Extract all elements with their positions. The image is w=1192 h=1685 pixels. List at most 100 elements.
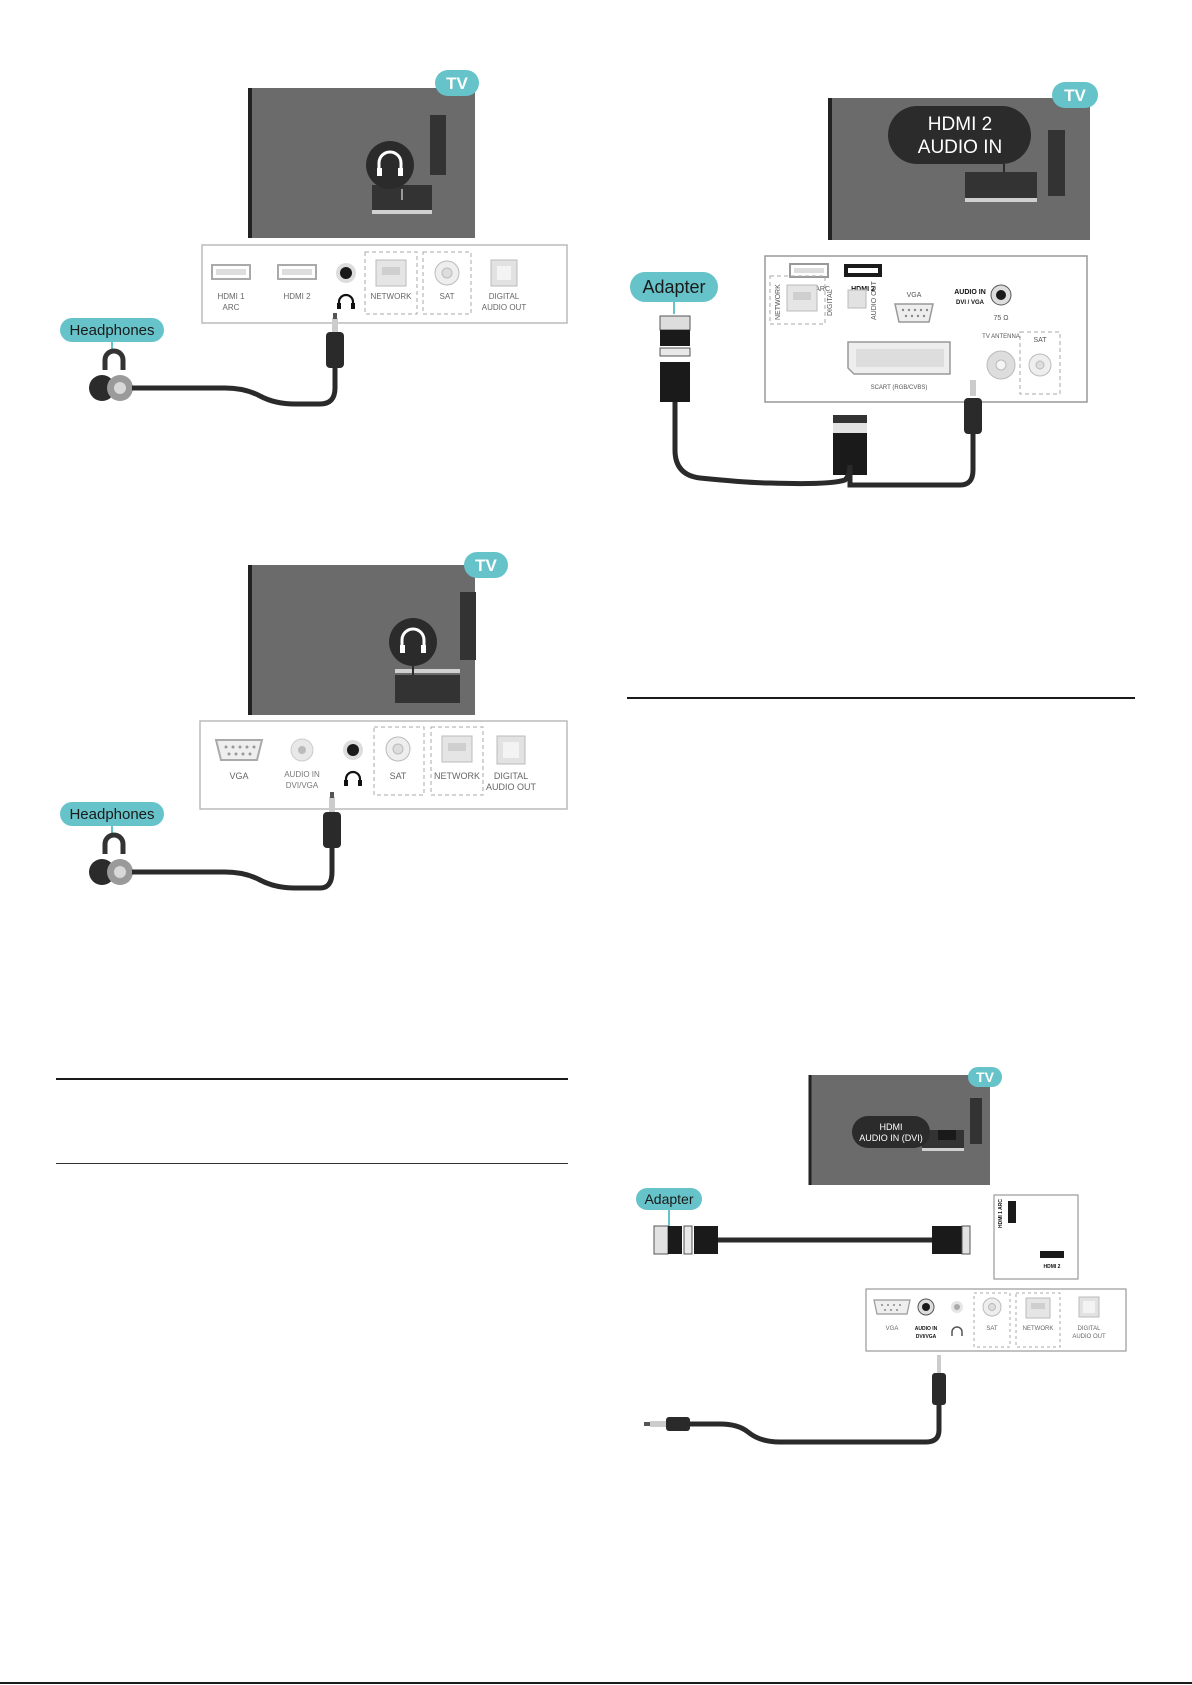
section-divider — [56, 1078, 568, 1080]
headphones-illustration — [89, 832, 133, 885]
figure-hdmi2-audio-in: HDMI 2 AUDIO IN TV HDMI 1 ARC HDMI 2 VGA… — [630, 82, 1098, 488]
dvi-adapter — [653, 1225, 718, 1255]
audio-cable — [847, 434, 976, 488]
headphone-port-icon — [337, 293, 355, 308]
port-label-dvi-vga: DVI/VGA — [286, 781, 319, 790]
port-label-network: NETWORK — [371, 292, 413, 301]
headphone-port-icon — [951, 1326, 963, 1336]
digital-audio-port — [496, 735, 526, 765]
headphone-port-icon — [344, 770, 362, 785]
tv-badge — [435, 70, 479, 96]
network-port — [375, 259, 407, 287]
port-label-audio-in: AUDIO IN — [284, 770, 320, 779]
hdmi-audio-in-dvi-callout — [852, 1116, 930, 1148]
connector-panel — [764, 255, 1088, 403]
port-label-network: NETWORK — [434, 771, 480, 781]
hdmi-1-arc-port — [789, 263, 829, 278]
figure-headphones-hdmi-panel: TV HDMI 1 ARC HDMI 2 NETWORK SAT DIGITAL… — [60, 70, 568, 407]
port-label-digital: DIGITAL — [827, 289, 834, 316]
audio-jack-plug-end — [644, 1417, 690, 1431]
headphones-illustration — [89, 348, 133, 401]
dvi-adapter — [659, 315, 691, 402]
port-label-hdmi2: HDMI 2 — [283, 292, 311, 301]
hdmi-2-port — [277, 264, 317, 280]
port-label-sat: SAT — [1033, 337, 1047, 344]
port-label-audio-out: AUDIO OUT — [871, 280, 878, 320]
audio-jack-plug — [964, 380, 982, 434]
network-port — [786, 284, 818, 312]
port-label-digital: DIGITAL — [1078, 1326, 1102, 1332]
tv-badge-label: TV — [976, 1069, 995, 1085]
side-port-label-hdmi1-arc: HDMI 1 ARC — [998, 1199, 1004, 1228]
audio-jack-plug — [932, 1355, 946, 1405]
connector-panel — [199, 720, 568, 810]
port-label-digital: DIGITAL — [489, 292, 520, 301]
port-label-tv-antenna: TV ANTENNA — [982, 334, 1020, 340]
side-hdmi-panel — [993, 1194, 1079, 1280]
callout-line2: AUDIO IN — [918, 137, 1002, 158]
callout-line2: AUDIO IN (DVI) — [859, 1133, 923, 1143]
port-label-dvi-vga: DVI/VGA — [916, 1334, 937, 1340]
callout-line1: HDMI — [880, 1122, 903, 1132]
adapter-badge-label: Adapter — [644, 1191, 693, 1207]
tv-badge — [464, 552, 508, 578]
headphones-badge-label: Headphones — [69, 806, 154, 823]
audio-cable — [132, 847, 335, 891]
port-label-audio-in: AUDIO IN — [954, 289, 986, 296]
port-label-network: NETWORK — [775, 284, 782, 320]
adapter-badge-label: Adapter — [642, 277, 705, 297]
port-label-sat: SAT — [440, 292, 455, 301]
audio-cable — [688, 1405, 942, 1445]
hdmi-1-port — [211, 264, 251, 280]
headphones-icon — [389, 618, 437, 666]
hdmi-2-port — [844, 264, 882, 277]
vga-port — [214, 739, 264, 761]
port-label-network: NETWORK — [1023, 1326, 1054, 1332]
hdmi-1-arc-port — [1008, 1201, 1016, 1223]
page-footer-rule — [0, 1682, 1192, 1684]
tv-badge-label: TV — [1064, 86, 1086, 105]
port-label-dvi-vga: DVI / VGA — [956, 300, 985, 306]
callout-line1: HDMI 2 — [928, 114, 992, 135]
tv-badge-label: TV — [446, 74, 468, 93]
port-label-scart: SCART (RGB/CVBS) — [871, 385, 928, 391]
hdmi-cable — [672, 402, 853, 487]
tv-badge — [968, 1067, 1002, 1087]
adapter-badge — [630, 272, 718, 302]
port-label-vga: VGA — [907, 292, 922, 299]
port-label-sat: SAT — [986, 1326, 998, 1332]
port-label-vga: VGA — [229, 771, 248, 781]
network-port — [441, 735, 473, 763]
section-divider — [627, 697, 1135, 699]
port-label-75-ohm: 75 Ω — [994, 315, 1009, 322]
audio-jack-plug — [326, 313, 344, 368]
port-label-audio-in: AUDIO IN — [915, 1326, 938, 1332]
hdmi-plug — [932, 1225, 971, 1255]
headphones-icon — [366, 141, 414, 189]
port-label-vga: VGA — [886, 1326, 899, 1332]
figure-headphones-vga-panel: TV VGA AUDIO IN DVI/VGA SAT NETWORK DIGI… — [60, 552, 568, 891]
headphones-badge — [60, 318, 164, 342]
vga-port — [873, 1299, 911, 1315]
network-port — [1025, 1297, 1051, 1319]
vga-port — [894, 303, 934, 323]
audio-jack-plug — [323, 792, 341, 848]
hdmi-plug — [833, 415, 867, 475]
headphones-badge — [60, 802, 164, 826]
digital-audio-port — [847, 289, 867, 309]
headphones-badge-label: Headphones — [69, 322, 154, 339]
side-port-label-hdmi2: HDMI 2 — [1044, 1264, 1061, 1270]
adapter-badge — [636, 1188, 702, 1210]
audio-cable — [132, 365, 338, 407]
port-label-digital: DIGITAL — [494, 771, 528, 781]
tv-badge-label: TV — [475, 556, 497, 575]
port-label-audio-out: AUDIO OUT — [486, 782, 537, 792]
port-label-hdmi1: HDMI 1 — [217, 292, 245, 301]
port-label-sat: SAT — [390, 771, 407, 781]
port-label-audio-out: AUDIO OUT — [482, 303, 527, 312]
scart-port — [847, 341, 951, 375]
port-label-audio-out: AUDIO OUT — [1072, 1334, 1106, 1340]
tv-badge — [1052, 82, 1098, 108]
hdmi-2-port — [1040, 1251, 1064, 1258]
